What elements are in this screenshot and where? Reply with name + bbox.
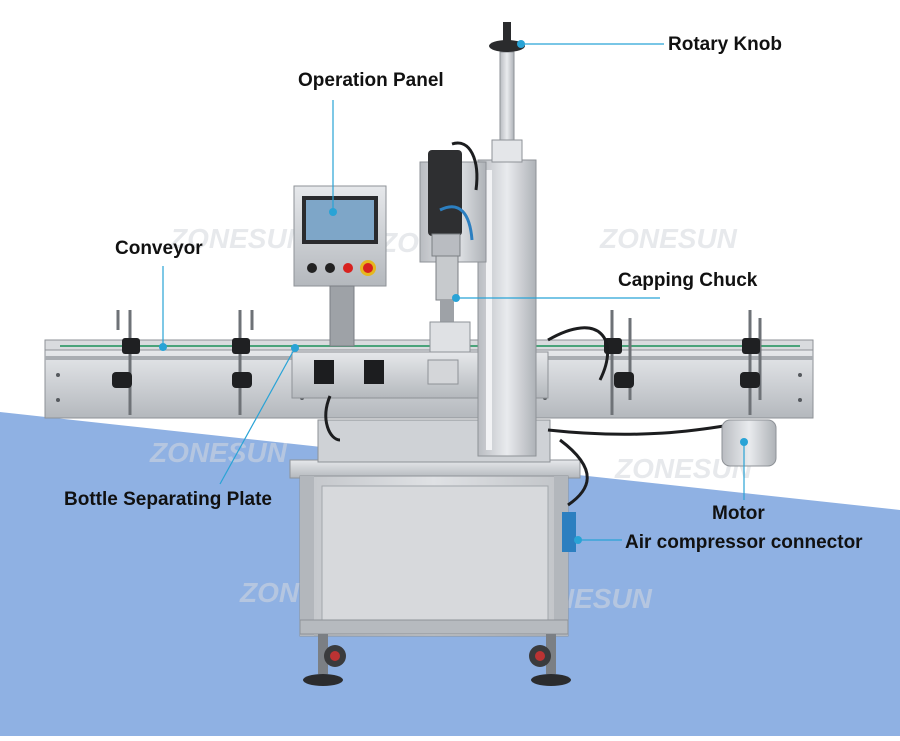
label-rotary-knob: Rotary Knob — [668, 34, 782, 55]
capping-head — [419, 141, 487, 353]
watermark: ZONESUN — [149, 437, 288, 468]
callout-lines — [162, 43, 745, 541]
machine-cabinet — [289, 419, 581, 637]
operation-panel — [293, 185, 387, 347]
label-bottle-separating-plate: Bottle Separating Plate — [64, 489, 272, 510]
label-air-compressor-connector: Air compressor connector — [625, 532, 863, 553]
callout-dots — [159, 343, 299, 352]
watermark: ZONESUN — [599, 223, 738, 254]
watermark: ZONESUN — [169, 223, 308, 254]
label-motor: Motor — [712, 503, 765, 524]
rotary-knob-assembly — [489, 22, 525, 163]
label-conveyor: Conveyor — [115, 238, 203, 259]
cables — [324, 326, 731, 507]
machine-feet — [303, 634, 571, 686]
label-operation-panel: Operation Panel — [298, 70, 444, 91]
central-frame — [291, 159, 549, 457]
label-capping-chuck: Capping Chuck — [618, 270, 758, 291]
conveyor-motor — [721, 419, 777, 467]
